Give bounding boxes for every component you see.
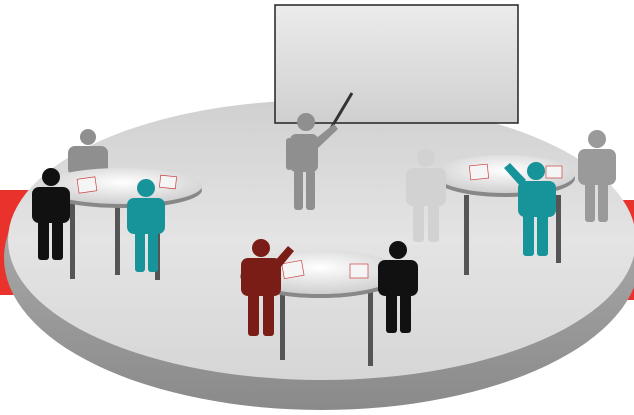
- whiteboard-icon: [275, 5, 518, 130]
